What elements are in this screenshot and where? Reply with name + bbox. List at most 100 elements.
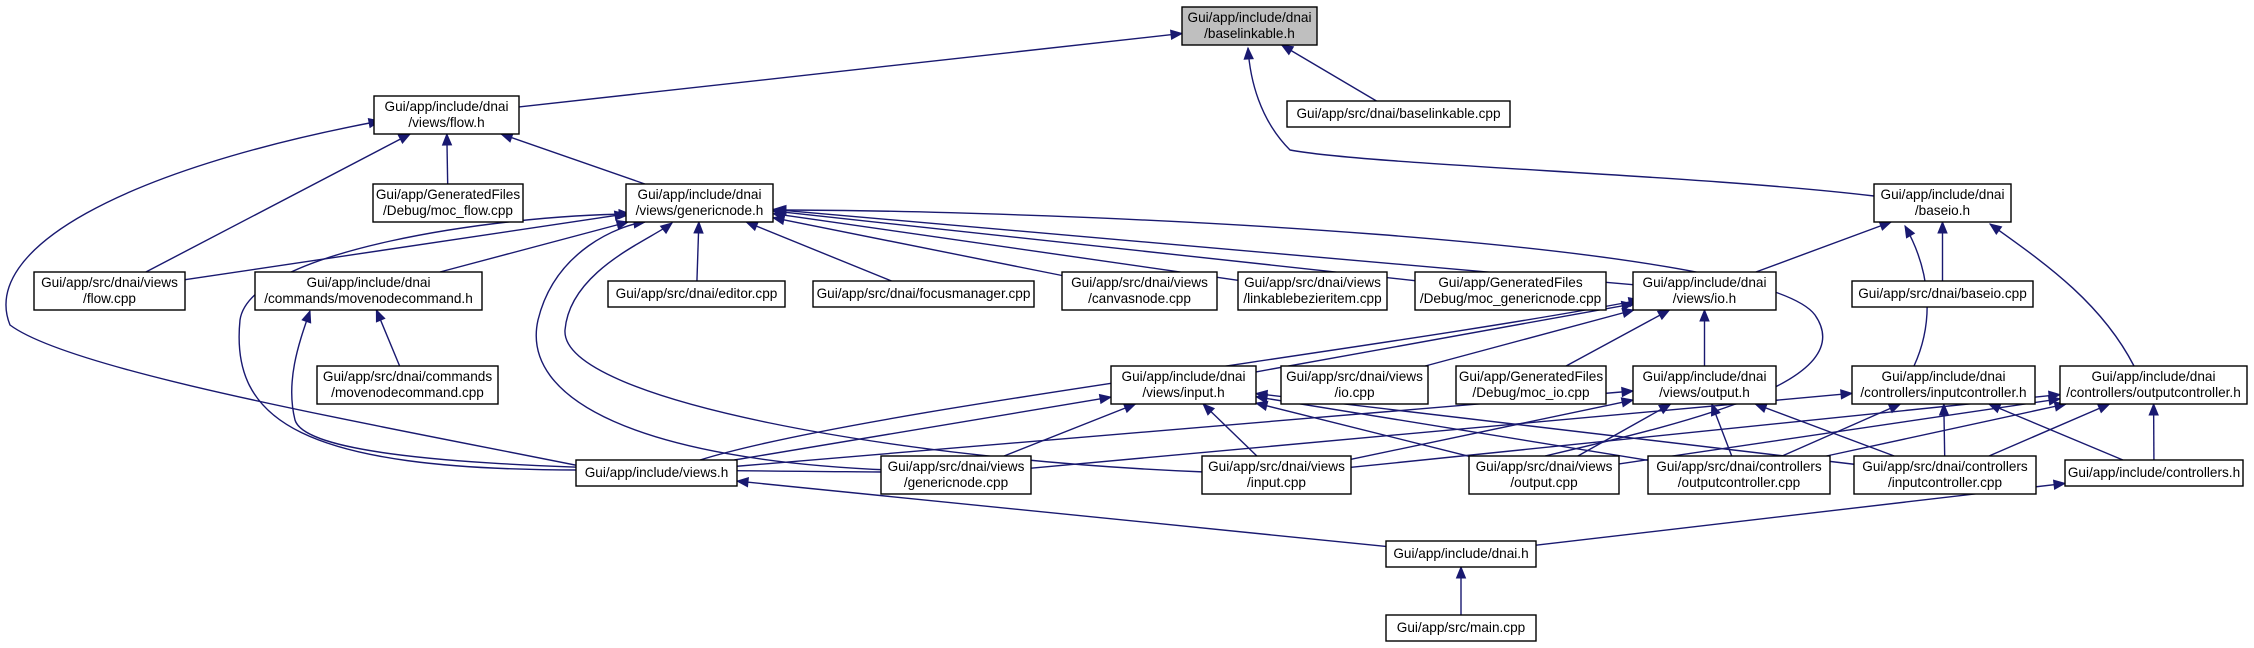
node-dnai-h[interactable]: Gui/app/include/dnai.h xyxy=(1385,540,1537,568)
node-editor-cpp[interactable]: Gui/app/src/dnai/editor.cpp xyxy=(607,280,786,308)
edge-views-h-to-genericnode-h xyxy=(238,213,631,471)
node-box xyxy=(1237,271,1388,311)
edge-input-cpp-to-genericnode-h-arrowhead xyxy=(659,222,674,235)
edge-baselinkable-cpp-to-baselinkable-h xyxy=(1281,44,1377,102)
node-inputcontroller-cpp[interactable]: Gui/app/src/dnai/controllers/inputcontro… xyxy=(1853,455,2037,495)
edge-dnai-h-to-views-h xyxy=(736,480,1387,548)
edge-io-cpp-to-io-h-arrowhead xyxy=(1621,307,1636,319)
node-main-cpp[interactable]: Gui/app/src/main.cpp xyxy=(1385,614,1537,642)
node-outputcontroller-cpp[interactable]: Gui/app/src/dnai/controllers/outputcontr… xyxy=(1647,455,1831,495)
node-output-h[interactable]: Gui/app/include/dnai/views/output.h xyxy=(1632,365,1777,405)
node-io-h[interactable]: Gui/app/include/dnai/views/io.h xyxy=(1632,271,1777,311)
node-label: /flow.cpp xyxy=(83,291,136,306)
edge-inputcontroller-cpp-to-outputcontroller-h-arrowhead xyxy=(2096,403,2111,414)
edge-outputcontroller-h-to-baseio-h xyxy=(1989,223,2135,367)
node-box xyxy=(1385,614,1537,642)
node-genericnode-h[interactable]: Gui/app/include/dnai/views/genericnode.h xyxy=(625,183,774,223)
node-moc-io[interactable]: Gui/app/GeneratedFiles/Debug/moc_io.cpp xyxy=(1455,365,1607,405)
node-label: Gui/app/GeneratedFiles xyxy=(376,187,521,202)
edge-io-h-to-baseio-h xyxy=(1755,221,1892,273)
node-label: /views/output.h xyxy=(1659,385,1750,400)
node-box xyxy=(1851,280,2034,308)
node-box xyxy=(254,271,483,311)
node-label: Gui/app/include/dnai xyxy=(1122,369,1246,384)
node-io-cpp[interactable]: Gui/app/src/dnai/views/io.cpp xyxy=(1280,365,1429,405)
node-genericnode-cpp[interactable]: Gui/app/src/dnai/views/genericnode.cpp xyxy=(880,455,1032,495)
node-input-h[interactable]: Gui/app/include/dnai/views/input.h xyxy=(1110,365,1257,405)
node-box xyxy=(1632,365,1777,405)
node-label: /Debug/moc_genericnode.cpp xyxy=(1420,291,1601,306)
node-label: Gui/app/src/dnai/baselinkable.cpp xyxy=(1296,106,1500,121)
node-box xyxy=(1414,271,1607,311)
edge-movenode-h-to-genericnode-h xyxy=(439,221,629,273)
edge-focusmanager-cpp-to-genericnode-h xyxy=(746,221,892,282)
node-views-h[interactable]: Gui/app/include/views.h xyxy=(575,459,738,487)
node-outputcontroller-h[interactable]: Gui/app/include/dnai/controllers/outputc… xyxy=(2059,365,2248,405)
edge-controllers-h-to-inputcontroller-h xyxy=(1988,403,2124,461)
edge-output-h-to-io-h-arrowhead xyxy=(1699,308,1710,322)
node-label: /canvasnode.cpp xyxy=(1088,291,1191,306)
edge-flow-h-to-baselinkable-h-arrowhead xyxy=(1169,29,1184,40)
node-input-cpp[interactable]: Gui/app/src/dnai/views/input.cpp xyxy=(1201,455,1352,495)
edge-flow-cpp-to-flow-h xyxy=(145,133,411,273)
node-label: /views/genericnode.h xyxy=(636,203,764,218)
edge-moc-flow-to-flow-h-arrowhead xyxy=(441,132,453,146)
node-label: /Debug/moc_io.cpp xyxy=(1472,385,1589,400)
node-canvasnode-cpp[interactable]: Gui/app/src/dnai/views/canvasnode.cpp xyxy=(1061,271,1218,311)
node-linkable-cpp[interactable]: Gui/app/src/dnai/views/linkablebezierite… xyxy=(1237,271,1388,311)
edge-genericnode-cpp-to-inputcontroller-h xyxy=(1030,392,1853,469)
node-label: Gui/app/src/dnai/views xyxy=(1208,459,1345,474)
edge-output-cpp-to-output-h xyxy=(1577,403,1671,457)
edge-dnai-h-to-views-h-arrowhead xyxy=(735,477,749,488)
edge-inputcontroller-cpp-to-output-h-arrowhead xyxy=(1754,403,1768,413)
node-output-cpp[interactable]: Gui/app/src/dnai/views/output.cpp xyxy=(1468,455,1620,495)
node-controllers-h[interactable]: Gui/app/include/controllers.h xyxy=(2064,459,2244,487)
node-movenode-h[interactable]: Gui/app/include/dnai/commands/movenodeco… xyxy=(254,271,483,311)
edge-flow-h-to-baselinkable-h xyxy=(518,32,1183,108)
edge-baselinkable-cpp-to-baselinkable-h-arrowhead xyxy=(1280,44,1295,56)
edge-moc-io-to-io-h xyxy=(1565,309,1670,367)
edge-genericnode-cpp-to-input-h-arrowhead xyxy=(1122,403,1137,414)
edge-views-h-to-input-h-arrowhead xyxy=(1098,393,1113,405)
node-box xyxy=(1280,365,1429,405)
node-inputcontroller-h[interactable]: Gui/app/include/dnai/controllers/inputco… xyxy=(1851,365,2036,405)
edge-focusmanager-cpp-to-genericnode-h-arrowhead xyxy=(745,221,759,232)
node-box xyxy=(575,459,738,487)
node-baselinkable-h[interactable]: Gui/app/include/dnai/baselinkable.h xyxy=(1181,6,1318,46)
edge-main-cpp-to-dnai-h-arrowhead xyxy=(1455,565,1467,579)
node-label: /baseio.h xyxy=(1915,203,1970,218)
edge-io-h-to-baseio-h-arrowhead xyxy=(1878,221,1893,231)
node-label: Gui/app/src/dnai/views xyxy=(1286,369,1423,384)
node-baselinkable-cpp[interactable]: Gui/app/src/dnai/baselinkable.cpp xyxy=(1286,100,1511,128)
edge-outputcontroller-cpp-to-inputcontroller-h xyxy=(1781,403,1901,457)
node-label: Gui/app/include/views.h xyxy=(585,465,729,480)
edge-outputcontroller-cpp-to-input-h xyxy=(1255,396,1649,461)
node-baseio-cpp[interactable]: Gui/app/src/dnai/baseio.cpp xyxy=(1851,280,2034,308)
node-baseio-h[interactable]: Gui/app/include/dnai/baseio.h xyxy=(1873,183,2012,223)
edge-output-cpp-to-output-h-arrowhead xyxy=(1658,403,1672,415)
edge-output-cpp-to-input-h xyxy=(1255,402,1470,457)
edge-genericnode-cpp-to-genericnode-h xyxy=(535,221,891,471)
node-box xyxy=(1455,365,1607,405)
node-movenode-cpp[interactable]: Gui/app/src/dnai/commands/movenodecomman… xyxy=(316,365,499,405)
node-flow-h[interactable]: Gui/app/include/dnai/views/flow.h xyxy=(373,95,520,135)
node-label: Gui/app/include/dnai xyxy=(638,187,762,202)
node-label: /output.cpp xyxy=(1510,475,1577,490)
node-moc-genericnode[interactable]: Gui/app/GeneratedFiles/Debug/moc_generic… xyxy=(1414,271,1607,311)
node-box xyxy=(1647,455,1831,495)
node-flow-cpp[interactable]: Gui/app/src/dnai/views/flow.cpp xyxy=(33,271,186,311)
edge-genericnode-cpp-to-input-h xyxy=(1003,403,1136,457)
edge-inputcontroller-h-to-baseio-h-arrowhead xyxy=(1904,224,1916,239)
edge-output-cpp-to-outputcontroller-h xyxy=(1618,398,2061,465)
node-moc-flow[interactable]: Gui/app/GeneratedFiles/Debug/moc_flow.cp… xyxy=(372,183,524,223)
node-box xyxy=(625,183,774,223)
node-box xyxy=(33,271,186,311)
edge-output-cpp-to-input-h-arrowhead xyxy=(1254,400,1269,411)
node-label: Gui/app/src/main.cpp xyxy=(1397,620,1525,635)
node-label: /views/flow.h xyxy=(408,115,484,130)
edge-input-h-to-io-h xyxy=(1255,303,1634,373)
node-focusmanager-cpp[interactable]: Gui/app/src/dnai/focusmanager.cpp xyxy=(812,280,1035,308)
edge-movenode-h-to-genericnode-h-arrowhead xyxy=(615,219,630,231)
node-box xyxy=(812,280,1035,308)
node-box xyxy=(1286,100,1511,128)
